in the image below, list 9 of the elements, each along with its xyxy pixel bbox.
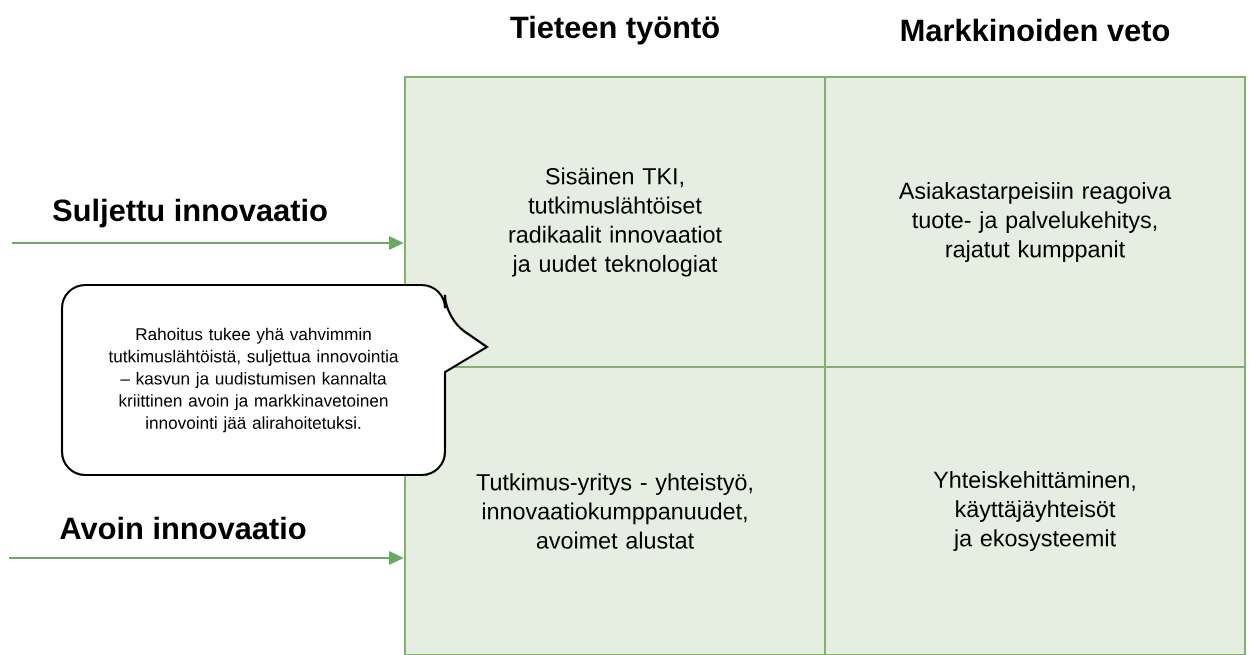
row-heading: Avoin innovaatio xyxy=(60,516,306,540)
row-heading: Suljettu innovaatio xyxy=(53,198,327,228)
column-heading: Markkinoiden veto xyxy=(901,18,1170,42)
column-heading: Tieteen työntö xyxy=(510,15,719,45)
grid-cell: Sisäinen TKI, tutkimuslähtöiset radikaalit innovaatiot ja uudet teknologiat xyxy=(404,76,826,368)
grid-cell: Yhteiskehittäminen, käyttäjäyhteisöt ja ekosysteemit xyxy=(824,366,1246,655)
node-label: Yhteiskehittäminen, käyttäjäyhteisöt ja ekosysteemit xyxy=(933,470,1135,552)
grid-cell: Asiakastarpeisiin reagoiva tuote- ja palvelukehitys, rajatut kumppanit xyxy=(824,76,1246,368)
grid-cell: Tutkimus-yritys - yhteistyö, innovaatiokumppanuudet, avoimet alustat xyxy=(404,366,826,655)
